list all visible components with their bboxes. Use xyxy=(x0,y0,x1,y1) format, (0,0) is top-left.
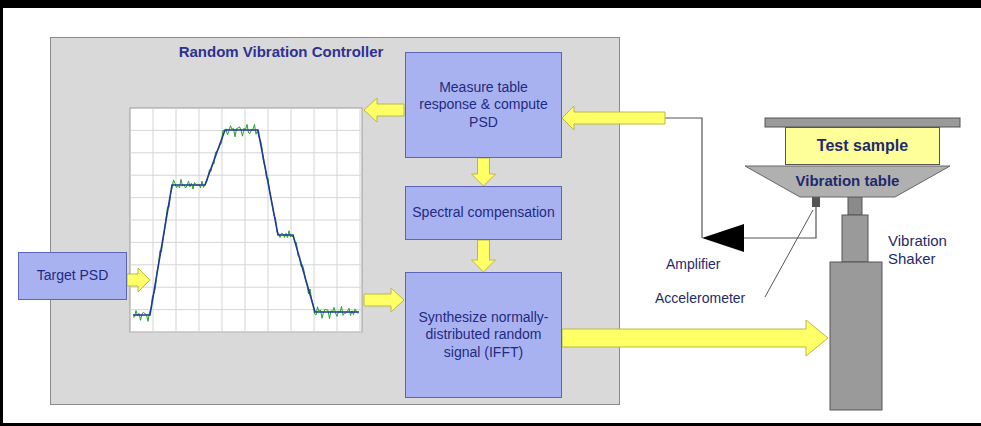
node-text: Test sample xyxy=(817,136,908,156)
input-box: Target PSD xyxy=(18,252,127,300)
chart-grid xyxy=(130,108,362,332)
process-box: Spectral compensation xyxy=(405,186,562,240)
node-text: Target PSD xyxy=(37,267,109,284)
panel-heading: Random Vibration Controller xyxy=(131,43,431,61)
sample-plate xyxy=(765,118,960,127)
node-text: Synthesize normally-distributed random s… xyxy=(412,309,555,360)
psd-chart xyxy=(130,108,362,332)
node-text: Measure table response & compute PSD xyxy=(412,79,555,130)
leader-line xyxy=(765,210,813,297)
accelerometer xyxy=(812,197,820,207)
fat-arrow xyxy=(472,240,496,272)
vibration-table: Vibration table xyxy=(745,166,950,197)
part-label: Amplifier xyxy=(666,256,720,273)
amplifier-symbol xyxy=(702,224,744,252)
test-sample-box: Test sample xyxy=(785,127,940,165)
frame-side xyxy=(0,0,3,426)
fat-arrow xyxy=(472,158,496,186)
measured-psd-trace xyxy=(133,124,358,321)
shaker-body xyxy=(830,262,882,410)
frame-bar xyxy=(0,0,981,8)
part-label: Vibration Shaker xyxy=(888,232,968,268)
process-box: Synthesize normally-distributed random s… xyxy=(405,272,562,398)
connector xyxy=(562,106,816,238)
node-text: Vibration table xyxy=(796,172,900,190)
fat-arrow xyxy=(562,106,665,130)
shaker-post xyxy=(848,197,862,215)
node-text: Spectral compensation xyxy=(412,204,554,221)
frame-bottom xyxy=(0,423,981,426)
connector xyxy=(472,158,496,186)
fat-arrow xyxy=(127,268,150,292)
process-box: Measure table response & compute PSD xyxy=(405,52,562,158)
chart-area xyxy=(130,108,362,332)
part-label: Accelerometer xyxy=(655,290,745,307)
shaker-shaft xyxy=(842,215,868,262)
fat-arrow xyxy=(364,98,404,122)
target-psd-trace xyxy=(133,130,359,315)
controller-panel: Random Vibration ControllerMeasure table… xyxy=(50,37,620,405)
fat-arrow xyxy=(364,288,404,312)
fat-arrow xyxy=(562,320,828,356)
connector xyxy=(472,240,496,272)
table-shape xyxy=(745,166,950,197)
